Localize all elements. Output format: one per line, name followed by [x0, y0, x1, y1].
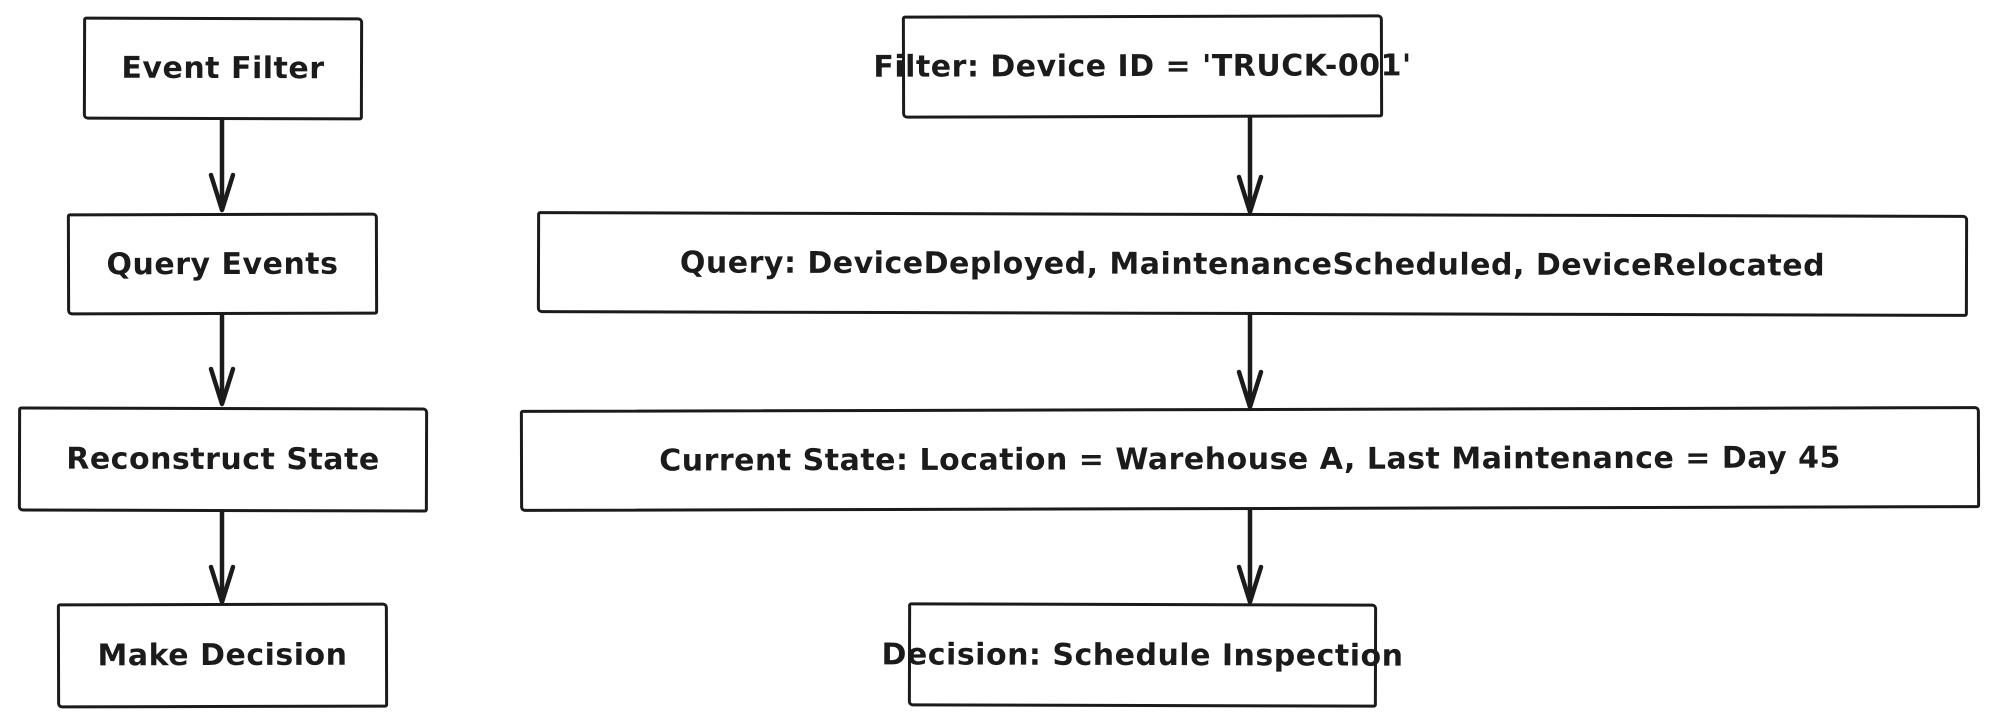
flow-node-event-filter: Event Filter: [82, 16, 364, 121]
flow-node-filter-device-id: Filter: Device ID = 'TRUCK-001': [873, 14, 1412, 119]
flow-node-label: Filter: Device ID = 'TRUCK-001': [873, 48, 1412, 85]
flow-node-current-state: Current State: Location = Warehouse A, L…: [519, 406, 1981, 512]
flow-node-decision-schedule-inspection: Decision: Schedule Inspection: [881, 602, 1404, 708]
flow-node-reconstruct-state: Reconstruct State: [17, 406, 429, 513]
flow-node-make-decision: Make Decision: [56, 602, 389, 709]
arrow-down-icon: [1233, 508, 1267, 605]
flow-node-query-event-types: Query: DeviceDeployed, MaintenanceSchedu…: [536, 211, 1969, 317]
flow-node-label: Reconstruct State: [66, 441, 380, 478]
arrow-down-icon: [205, 118, 239, 213]
arrow-down-icon: [205, 510, 239, 605]
flow-node-query-events: Query Events: [66, 212, 379, 316]
flow-node-label: Make Decision: [97, 637, 348, 674]
arrow-down-icon: [1233, 313, 1267, 410]
flow-node-label: Decision: Schedule Inspection: [881, 636, 1404, 674]
flow-node-label: Query: DeviceDeployed, MaintenanceSchedu…: [679, 245, 1826, 283]
flow-node-label: Event Filter: [121, 50, 325, 87]
flow-node-label: Current State: Location = Warehouse A, L…: [659, 439, 1841, 479]
arrow-down-icon: [205, 313, 239, 407]
flow-node-label: Query Events: [106, 246, 339, 282]
arrow-down-icon: [1233, 116, 1267, 215]
